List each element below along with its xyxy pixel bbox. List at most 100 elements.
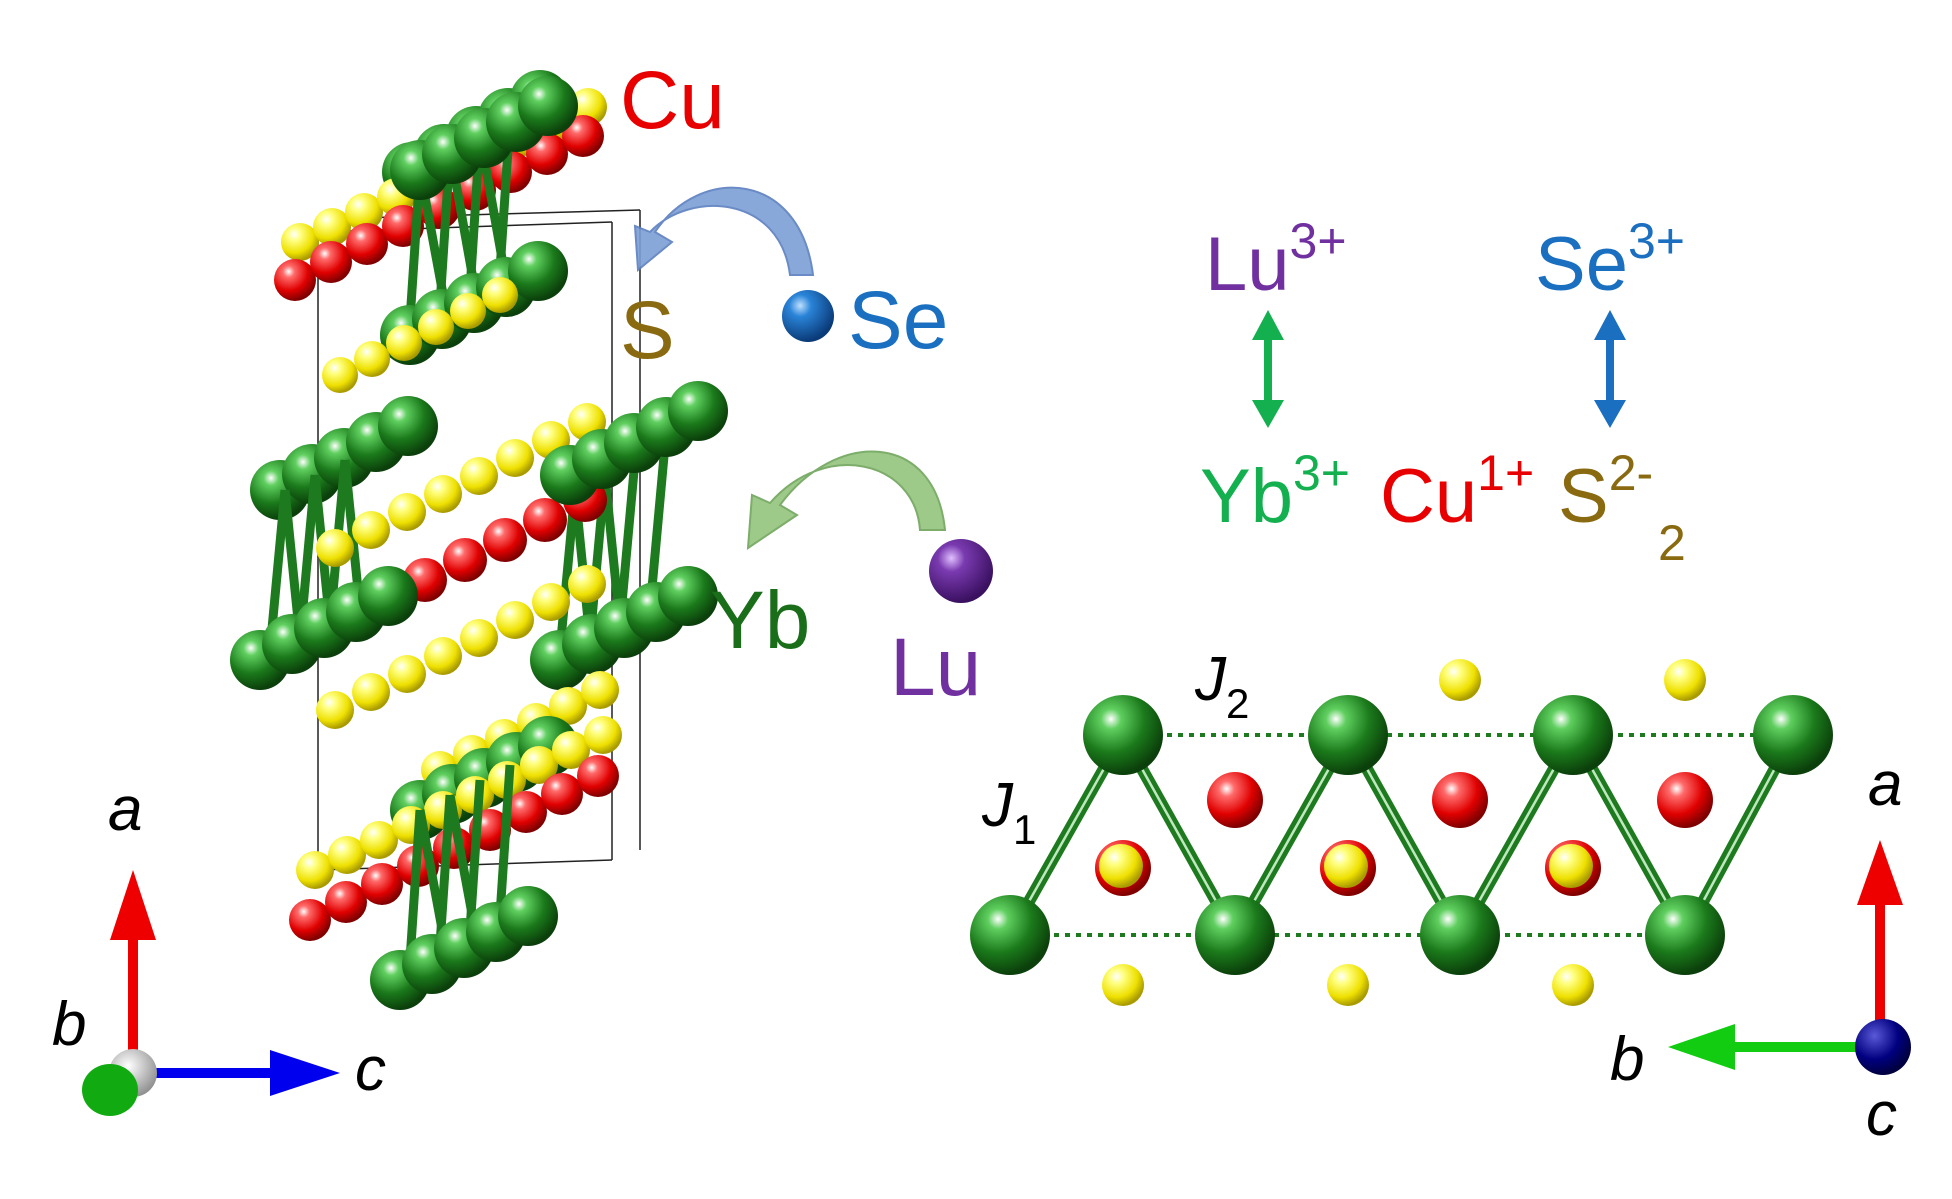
- s-upper-atom: [482, 277, 518, 313]
- s-mid-lower-atom: [532, 583, 570, 621]
- j2-label: J2: [1194, 645, 1249, 727]
- yb-bond: [415, 809, 450, 946]
- s-mid-lower-atom: [316, 691, 354, 729]
- s-bottom-atom: [360, 821, 398, 859]
- left-atom-layers: [230, 70, 728, 1010]
- s-bottom-atom: [552, 731, 590, 769]
- yb-bond: [495, 764, 515, 916]
- yb-bond: [445, 794, 480, 931]
- s-atom: [1664, 659, 1706, 701]
- s-mid-upper-atom: [496, 439, 534, 477]
- lu-substitution-arrow: [746, 450, 947, 550]
- s-mid-lower-atom: [352, 673, 390, 711]
- s-atom: [1327, 964, 1369, 1006]
- right-axis-b-label: b: [1610, 1025, 1644, 1094]
- cu-mid-atom: [483, 518, 527, 562]
- yb-midR-top-row: [540, 381, 728, 505]
- cu-top-atom: [310, 241, 352, 283]
- s-mid-lower-atom: [496, 601, 534, 639]
- s-upper-atom: [418, 309, 454, 345]
- s-lower-atom: [549, 687, 587, 725]
- yb-bond-group: [405, 764, 515, 961]
- lu-yb-exchange-arrow: [1252, 310, 1284, 428]
- b-axis-green-cone: [82, 1064, 138, 1116]
- cu-atom: [1432, 772, 1488, 828]
- s-atom-front: [1549, 844, 1593, 888]
- s-top-atom: [281, 223, 319, 261]
- cu-bottom-atom: [289, 899, 331, 941]
- cu-label: Cu: [620, 55, 725, 146]
- s-mid-upper-atom: [388, 493, 426, 531]
- formula-se: Se3+: [1535, 213, 1685, 307]
- s-upper-atom: [354, 341, 390, 377]
- yb-mid1-atom: [508, 241, 568, 301]
- s-upper-atom: [386, 325, 422, 361]
- s-mid-lower-atom: [568, 565, 606, 603]
- s-atom: [1102, 964, 1144, 1006]
- s-upper-atom: [450, 293, 486, 329]
- formula-s: S2-2: [1558, 445, 1686, 571]
- s-mid-lower-atom: [460, 619, 498, 657]
- cu-mid-atom: [523, 498, 567, 542]
- yb-label: Yb: [710, 575, 810, 666]
- c-axis-sphere: [1855, 1019, 1911, 1075]
- yb-atom-bottom: [1195, 895, 1275, 975]
- s-upper-atom: [322, 357, 358, 393]
- yb-low-bottom-row: [370, 886, 558, 1010]
- yb-top-front-atom: [518, 76, 578, 136]
- valence-formula: Lu3+ Se3+ Yb3+ Cu1+ S2-2: [1200, 213, 1686, 571]
- s-atom-front: [1324, 844, 1368, 888]
- yb-atom-top: [1083, 695, 1163, 775]
- right-axes-indicator: a b c: [1610, 750, 1911, 1149]
- cu-top-atom: [562, 115, 604, 157]
- cu-top-atom: [274, 259, 316, 301]
- s-bottom-atom: [296, 851, 334, 889]
- formula-yb: Yb3+: [1200, 445, 1350, 539]
- se-s-exchange-arrow: [1594, 310, 1626, 428]
- s-bottom-atom: [328, 836, 366, 874]
- yb-midR-top-atom: [668, 381, 728, 441]
- yb-midL-top-atom: [378, 396, 438, 456]
- cu-atom: [1657, 772, 1713, 828]
- s-label: S: [620, 285, 675, 376]
- left-axes-indicator: a b c: [52, 775, 386, 1116]
- s-mid-upper-atom: [352, 511, 390, 549]
- yb-atom-bottom: [1420, 895, 1500, 975]
- yb-midL-top-row: [250, 396, 438, 520]
- yb-atom-top: [1533, 695, 1613, 775]
- yb-atom-bottom: [1645, 895, 1725, 975]
- yb-atom-bottom: [970, 895, 1050, 975]
- yb-atom-top: [1753, 695, 1833, 775]
- s-mid-upper-row: [316, 403, 606, 567]
- se-label: Se: [848, 275, 948, 366]
- left-crystal-structure: [230, 70, 728, 1010]
- left-axis-b-label: b: [52, 990, 86, 1059]
- cu-mid-atom: [443, 538, 487, 582]
- right-axis-c-label: c: [1866, 1080, 1897, 1149]
- s-mid-upper-atom: [460, 457, 498, 495]
- right-zigzag-chain: [970, 659, 1833, 1006]
- s-upper-row: [322, 277, 518, 393]
- cu-atom: [1207, 772, 1263, 828]
- s-mid-lower-atom: [388, 655, 426, 693]
- lu-atom: [929, 539, 993, 603]
- s-bottom-atom: [584, 716, 622, 754]
- right-axis-a-label: a: [1868, 750, 1902, 819]
- s-top-atom: [313, 208, 351, 246]
- s-mid-upper-atom: [316, 529, 354, 567]
- cu-bottom-atom: [361, 863, 403, 905]
- se-atom: [782, 290, 834, 342]
- left-axis-a-label: a: [108, 775, 142, 844]
- yb-atom-top: [1308, 695, 1388, 775]
- cu-bottom-atom: [505, 791, 547, 833]
- s-mid-lower-atom: [424, 637, 462, 675]
- yb-bond: [405, 809, 425, 961]
- yb-midL-bottom-row: [230, 566, 418, 690]
- formula-lu: Lu3+: [1205, 213, 1347, 307]
- s-atom: [1439, 659, 1481, 701]
- yb-midR-bottom-atom: [658, 566, 718, 626]
- cu-top-atom: [346, 223, 388, 265]
- yb-midL-bottom-atom: [358, 566, 418, 626]
- se-substitution-arrow: [633, 186, 815, 276]
